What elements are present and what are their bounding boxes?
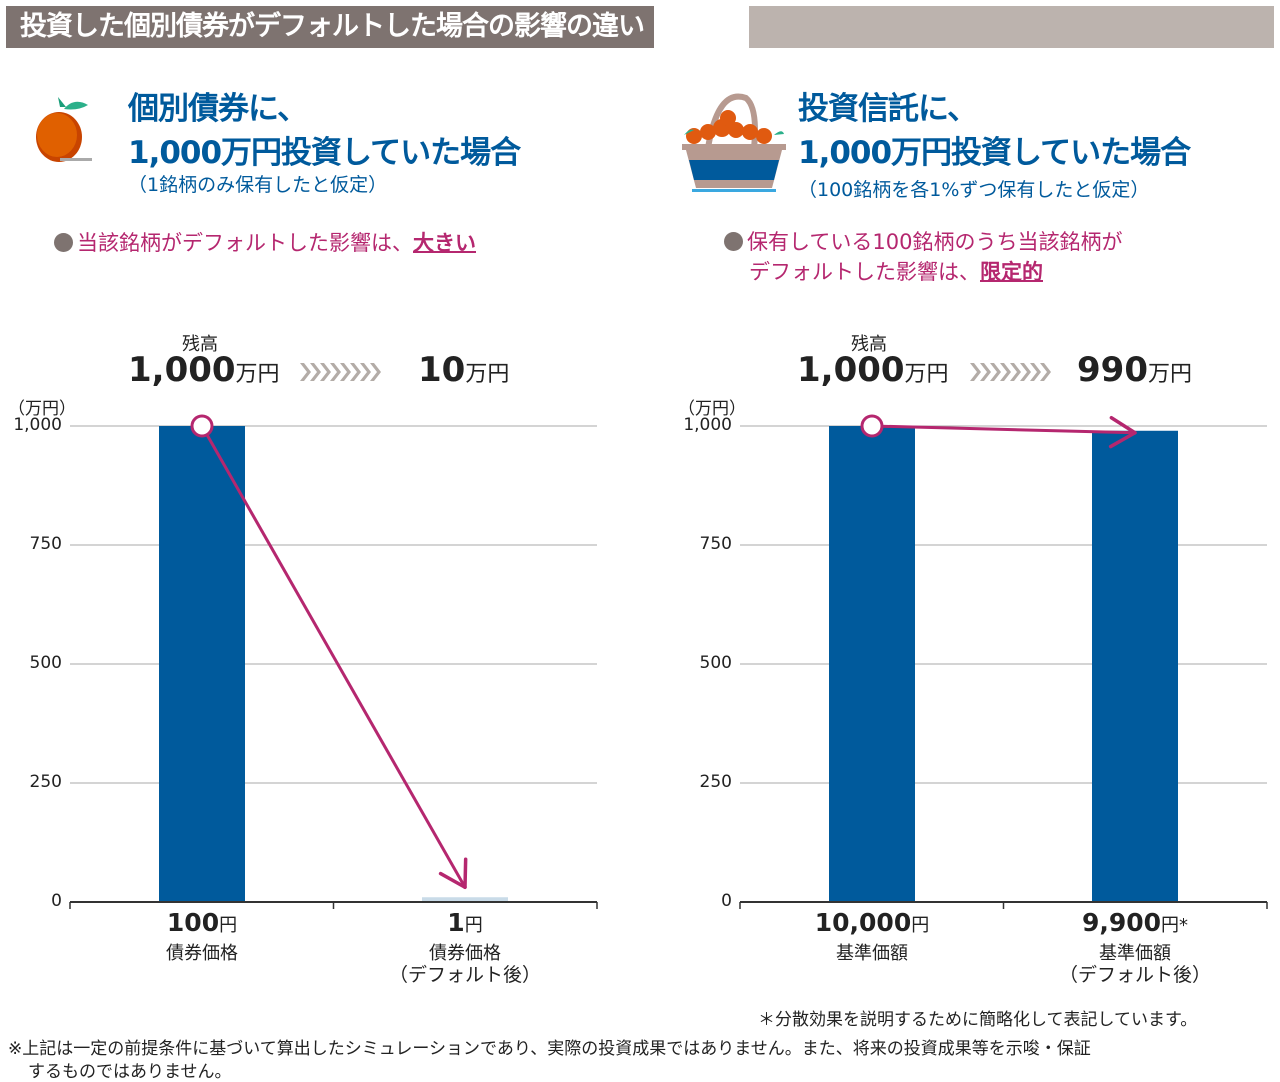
right-point-text2: デフォルトした影響は、 xyxy=(749,260,980,284)
change-arrow xyxy=(860,414,1137,449)
value: 100 xyxy=(166,908,220,937)
left-balance-to: 10万円 xyxy=(418,350,509,390)
unit: 万円 xyxy=(904,362,949,387)
category-sublabel: （デフォルト後） xyxy=(388,964,541,986)
unit: 円* xyxy=(1161,915,1189,936)
left-subtitle: （1銘柄のみ保有したと仮定） xyxy=(128,174,388,196)
left-title-line2: 1,000万円投資していた場合 xyxy=(128,135,521,171)
category-value: 9,900円* xyxy=(1035,908,1235,937)
unit: 万円 xyxy=(1147,362,1192,387)
y-tick-label: 500 xyxy=(699,653,732,673)
right-point-text1: 保有している100銘柄のうち当該銘柄が xyxy=(747,230,1123,254)
value: 1 xyxy=(447,908,465,937)
right-title-line1: 投資信託に、 xyxy=(798,91,978,127)
right-balance-to: 990万円 xyxy=(1077,350,1192,390)
orange-icon xyxy=(36,97,92,162)
chevron-icon xyxy=(1030,363,1041,381)
left-point-emphasis: 大きい xyxy=(413,231,476,255)
y-tick-label: 0 xyxy=(51,891,62,911)
y-axis-label: （万円） xyxy=(678,399,746,419)
right-balance-label: 残高 xyxy=(851,334,887,355)
bar xyxy=(159,426,245,902)
left-balance-from: 1,000万円 xyxy=(128,350,280,390)
asterisk-note: ＊分散効果を説明するために簡略化して表記しています。 xyxy=(758,1010,1198,1030)
chevron-icon xyxy=(340,363,351,381)
value: 10,000 xyxy=(814,908,912,937)
chevron-icon xyxy=(370,363,381,381)
category-label: 基準価額 xyxy=(836,943,908,964)
header-bar xyxy=(749,6,1274,48)
bullet-icon xyxy=(54,233,73,252)
y-tick-label: 0 xyxy=(721,891,732,911)
bar xyxy=(1092,430,1178,902)
y-tick-label: 750 xyxy=(29,534,62,554)
category-sublabel: （デフォルト後） xyxy=(1058,964,1211,986)
right-point: 保有している100銘柄のうち当該銘柄がデフォルトした影響は、限定的 xyxy=(724,227,1122,287)
right-balance-from: 1,000万円 xyxy=(797,350,949,390)
chevron-icon xyxy=(350,363,361,381)
category-value: 1円 xyxy=(365,908,565,937)
chevron-icon xyxy=(980,363,991,381)
bar xyxy=(422,897,508,902)
chevron-icon xyxy=(1040,363,1051,381)
disclaimer-line1: ※上記は一定の前提条件に基づいて算出したシミュレーションであり、実際の投資成果で… xyxy=(8,1039,1091,1059)
y-tick-label: 1,000 xyxy=(683,415,732,435)
category-label: 債券価格 xyxy=(166,943,238,964)
value: 9,900 xyxy=(1081,908,1162,937)
chevron-icon xyxy=(1020,363,1031,381)
chevron-icon xyxy=(1010,363,1021,381)
chevron-icon xyxy=(320,363,331,381)
chevron-icon xyxy=(300,363,311,381)
right-subtitle: （100銘柄を各1%ずつ保有したと仮定） xyxy=(798,179,1150,201)
chevron-icon xyxy=(990,363,1001,381)
y-tick-label: 250 xyxy=(29,772,62,792)
y-tick-label: 500 xyxy=(29,653,62,673)
right-title-line2: 1,000万円投資していた場合 xyxy=(798,135,1191,171)
unit: 万円 xyxy=(465,362,510,387)
category-value: 10,000円 xyxy=(772,908,972,937)
left-point-text: 当該銘柄がデフォルトした影響は、 xyxy=(77,231,413,255)
y-axis-label: （万円） xyxy=(8,399,76,419)
chevron-icon xyxy=(330,363,341,381)
left-title-line1: 個別債券に、 xyxy=(128,91,308,127)
category-value: 100円 xyxy=(102,908,302,937)
value: 1,000 xyxy=(797,350,905,390)
left-balance-label: 残高 xyxy=(182,334,218,355)
chevron-icon xyxy=(1000,363,1011,381)
unit: 円 xyxy=(219,915,238,936)
page-title: 投資した個別債券がデフォルトした場合の影響の違い xyxy=(6,6,654,48)
chevron-icon xyxy=(360,363,371,381)
y-tick-label: 750 xyxy=(699,534,732,554)
category-label: 基準価額 xyxy=(1099,943,1171,964)
category-label: 債券価格 xyxy=(429,943,501,964)
unit: 円 xyxy=(464,915,483,936)
value: 990 xyxy=(1077,350,1148,390)
disclaimer-line2: するものではありません。 xyxy=(28,1062,232,1082)
bar xyxy=(829,426,915,902)
bullet-icon xyxy=(724,232,743,251)
basket-icon xyxy=(682,93,786,192)
y-tick-label: 1,000 xyxy=(13,415,62,435)
left-point: 当該銘柄がデフォルトした影響は、大きい xyxy=(54,228,476,258)
unit: 円 xyxy=(911,915,930,936)
chevron-icon xyxy=(310,363,321,381)
chevron-icon xyxy=(970,363,981,381)
value: 1,000 xyxy=(128,350,236,390)
change-arrow xyxy=(190,414,468,889)
y-tick-label: 250 xyxy=(699,772,732,792)
right-point-emphasis: 限定的 xyxy=(980,260,1043,284)
unit: 万円 xyxy=(235,362,280,387)
value: 10 xyxy=(418,350,466,390)
